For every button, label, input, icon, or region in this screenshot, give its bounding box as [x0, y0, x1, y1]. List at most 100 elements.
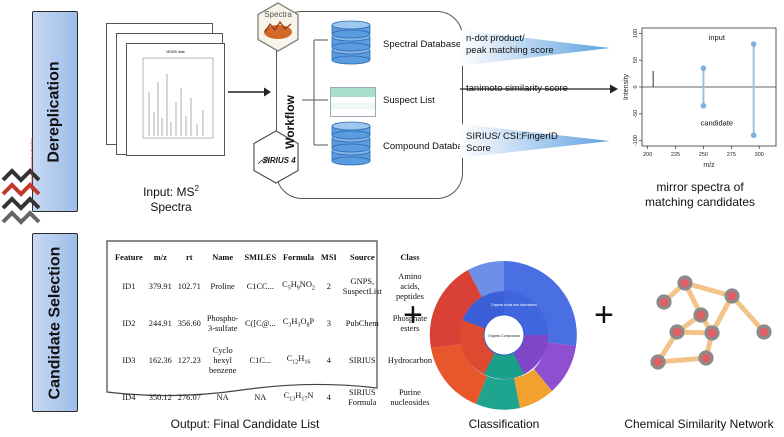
candidate-table-card: Feature m/z rt Name SMILES Formula MSI S… [106, 240, 432, 407]
x-tick-label: 275 [727, 152, 736, 158]
y-tick-label: 0 [633, 85, 639, 88]
input-caption: Input: MS2 Spectra [116, 181, 226, 215]
cell-name: Proline [210, 281, 235, 291]
candidate-table: Feature m/z rt Name SMILES Formula MSI S… [112, 246, 435, 416]
input-caption-sup: 2 [194, 184, 199, 193]
cell-name: NA [216, 392, 229, 402]
cell-feature: ID4 [122, 392, 136, 402]
cell-mz: 162.36 [148, 355, 172, 365]
cell-rt: 276.07 [177, 392, 201, 402]
score-sirius-line2: Score [466, 143, 491, 154]
x-tick-label: 250 [699, 152, 708, 158]
cell-formula: C5H9NO2 [282, 279, 315, 292]
y-tick-label: -100 [633, 135, 639, 146]
score-ndot-line2: peak matching score [466, 45, 554, 56]
col-class: Class [400, 252, 420, 262]
mirror-caption-line1: mirror spectra of [656, 180, 744, 194]
cell-smiles: NA [254, 392, 267, 402]
cell-formula: C12H16 [286, 353, 311, 366]
candidate-selection-tab: Candidate Selection [32, 233, 78, 412]
cell-source: SIRIUS [349, 355, 376, 365]
candidate-legend-label: candidate [701, 119, 734, 128]
cell-source: PubChem [345, 318, 379, 328]
table-row: ID2 244.91 356.60 Phospho-3-sulfate C([C… [112, 305, 435, 342]
similarity-network [650, 275, 772, 370]
sirius-hexagon-logo: SIRIUS 4 [253, 130, 299, 184]
cell-formula: C3H3O8P [282, 316, 315, 329]
classification-sunburst: Organic Compounds Organic acids and deri… [429, 260, 577, 410]
input-peak-point [750, 41, 757, 47]
cell-feature: ID2 [122, 318, 136, 328]
input-peak-point [700, 65, 707, 72]
cell-source: GNPS, SuspectList [342, 276, 382, 296]
spectra-logo-text: Spectra [264, 10, 292, 19]
col-msi: MSI [320, 252, 337, 262]
cell-mz: 244.91 [148, 318, 172, 328]
cell-feature: ID1 [122, 281, 136, 291]
network-caption: Chemical Similarity Network [624, 417, 774, 431]
candidate-selection-label: Candidate Selection [46, 246, 64, 399]
suspect-list-label: Suspect List [383, 95, 435, 106]
cell-class: Purine nucleosides [390, 387, 430, 407]
cell-msi: 4 [326, 392, 331, 402]
y-tick-label: 100 [633, 29, 639, 38]
y-axis-label: Intensity [623, 73, 630, 100]
score-ndot-line1: n-dot product/ [466, 33, 525, 44]
sunburst-ring-label: Organic acids and derivatives [491, 303, 537, 307]
mirror-caption-line2: matching candidates [644, 195, 756, 209]
spectral-database-label: Spectral Databases [383, 39, 466, 50]
mirror-caption: mirror spectra of matching candidates [630, 180, 770, 210]
cell-msi: 3 [326, 318, 331, 328]
input-legend-label: input [709, 33, 726, 42]
table-row: ID3 162.36 127.23 Cyclo hexyl benzene C1… [112, 342, 435, 379]
cell-mz: 350.12 [148, 392, 172, 402]
suspect-list-icon [330, 87, 376, 117]
table-row: ID4 350.12 276.07 NA NA C13H17N 4 SIRIUS… [112, 379, 435, 416]
mirror-marks: input candidate [652, 33, 757, 139]
col-smiles: SMILES [244, 252, 277, 262]
y-tick-label: -50 [633, 110, 639, 118]
cell-smiles: C1CC... [246, 281, 274, 291]
cell-class: Phosphate esters [392, 313, 428, 333]
col-mz: m/z [153, 252, 167, 262]
score-arrows [460, 30, 618, 158]
col-name: Name [212, 252, 234, 262]
spectral-database-icon [331, 20, 371, 65]
table-row: ID1 379.91 102.71 Proline C1CC... C5H9NO… [112, 268, 435, 305]
x-tick-label: 300 [755, 152, 764, 158]
cell-feature: ID3 [122, 355, 136, 365]
spectra-hexagon-logo: Spectra [257, 2, 299, 52]
col-source: Source [350, 252, 375, 262]
cell-msi: 4 [326, 355, 331, 365]
plus-sign-1: + [403, 296, 423, 334]
cell-mz: 379.91 [148, 281, 172, 291]
cell-name: Cyclo hexyl benzene [208, 345, 237, 375]
spectra-thumbnail-plot [142, 57, 214, 139]
workflow-bracket [302, 39, 328, 146]
input-caption-line1: Input: MS [143, 185, 195, 199]
col-formula: Formula [282, 252, 315, 262]
classification-caption: Classification [468, 417, 540, 431]
cell-rt: 102.71 [177, 281, 201, 291]
y-tick-label: 50 [633, 57, 639, 63]
cell-rt: 356.60 [177, 318, 201, 328]
score-sirius-line1: SIRIUS/ CSI:FingerID [466, 131, 558, 142]
workflow-logo [1, 168, 41, 225]
cell-source: SIRIUS Formula [348, 387, 377, 407]
cell-formula: C13H17N [283, 390, 314, 403]
input-arrow [228, 87, 271, 97]
score-sirius: SIRIUS/ CSI:FingerID Score [466, 131, 558, 155]
workflow-label: Workflow [283, 95, 297, 149]
table-caption: Output: Final Candidate List [170, 417, 320, 431]
dereplication-label: Dereplication [46, 60, 64, 163]
candidate-peak-point [750, 132, 757, 139]
col-rt: rt [186, 252, 193, 262]
score-ndot: n-dot product/ peak matching score [466, 33, 554, 57]
cell-name: Phospho-3-sulfate [206, 313, 239, 333]
table-header-row: Feature m/z rt Name SMILES Formula MSI S… [112, 246, 435, 268]
sunburst-center-label: Organic Compounds [488, 334, 520, 338]
cell-class: Amino acids, peptides [395, 271, 424, 301]
plus-sign-2: + [594, 296, 614, 334]
spectra-sheet-title: MSMS data [166, 50, 185, 54]
x-tick-label: 225 [671, 152, 680, 158]
